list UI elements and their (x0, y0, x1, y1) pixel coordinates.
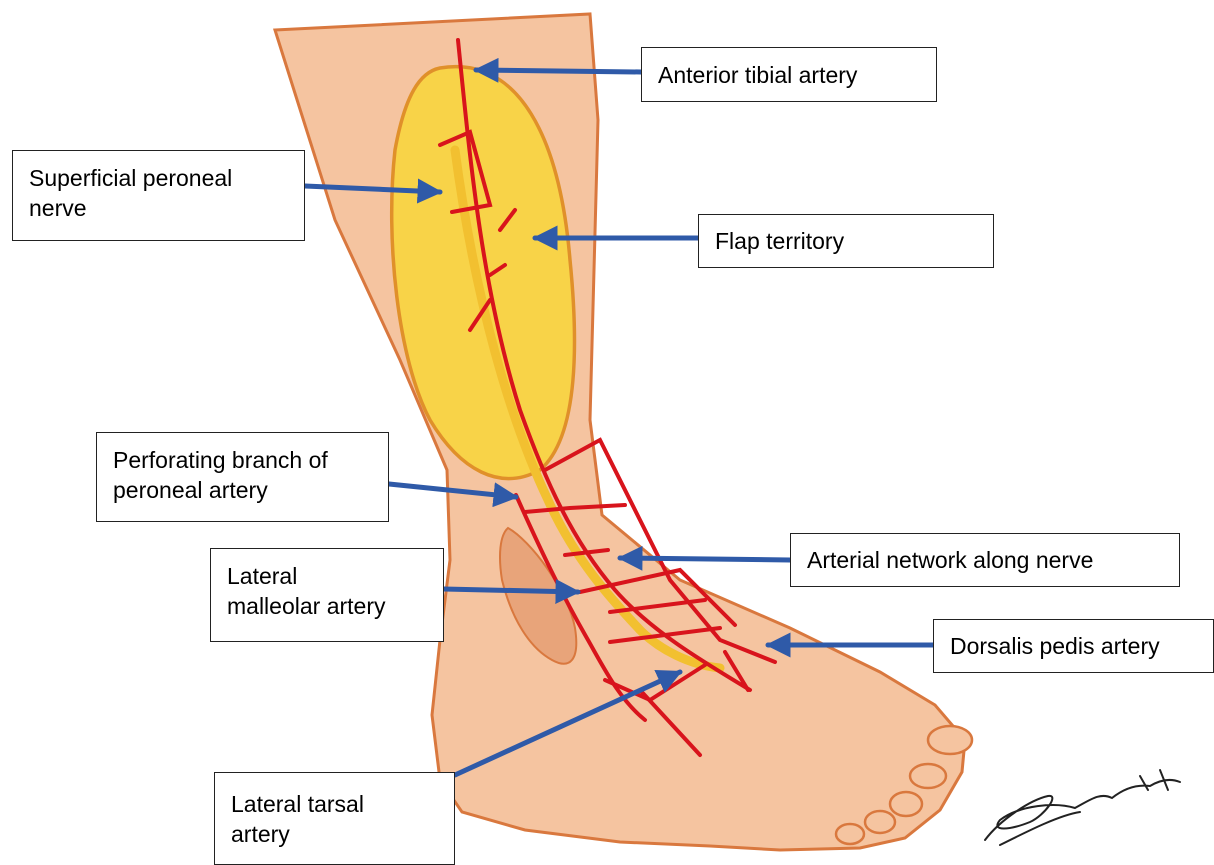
label-anterior-tibial-artery: Anterior tibial artery (641, 47, 937, 102)
label-flap-territory: Flap territory (698, 214, 994, 268)
artist-signature (985, 770, 1180, 845)
arrow-anterior-tibial (476, 70, 641, 72)
arrow-arterial-network (620, 558, 790, 560)
label-perforating-branch: Perforating branch of peroneal artery (96, 432, 389, 522)
label-superficial-peroneal-nerve: Superficial peroneal nerve (12, 150, 305, 241)
arrow-lateral-malleolar (444, 589, 578, 592)
label-lateral-malleolar-artery: Lateral malleolar artery (210, 548, 444, 642)
label-arterial-network: Arterial network along nerve (790, 533, 1180, 587)
label-dorsalis-pedis-artery: Dorsalis pedis artery (933, 619, 1214, 673)
label-lateral-tarsal-artery: Lateral tarsal artery (214, 772, 455, 865)
